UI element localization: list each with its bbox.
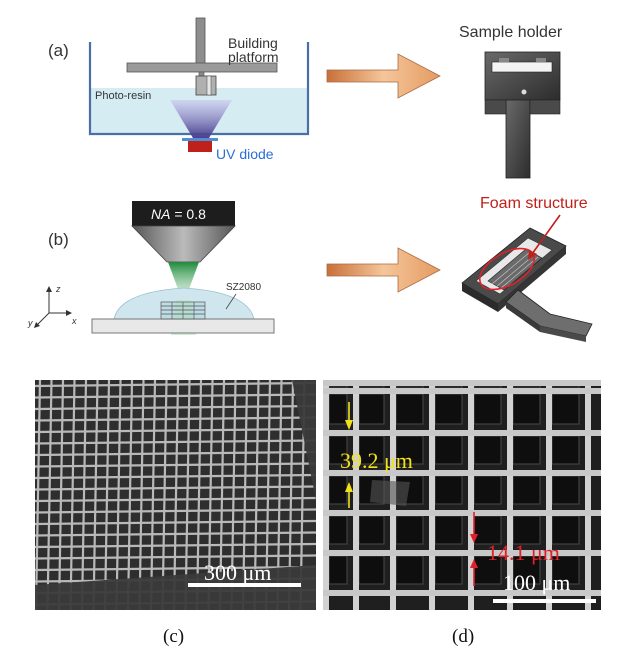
process-arrow-b [326,247,441,293]
strut-measurement-label: 14.1 μm [487,540,560,565]
axis-x-label: x [71,316,77,326]
red-arrowhead-bottom [470,559,478,568]
panel-a-letter: (a) [48,41,69,60]
panel-b-letter: (b) [48,230,69,249]
yellow-arrowhead-bottom [345,482,353,492]
sample-holder-label: Sample holder [459,24,563,41]
diode-window [182,138,218,141]
axis-z-label: z [55,284,61,294]
photo-resin-label: Photo-resin [95,90,151,102]
scale-label-d: 100 μm [503,570,570,595]
uv-diode-label: UV diode [216,146,274,162]
objective-lens-top [132,201,235,226]
sz2080-label: SZ2080 [226,282,261,293]
panel-a: (a) Building platform Photo-resin UV dio… [48,17,563,179]
sem-image-d: 39.2 μm 14.1 μm 100 μm [323,380,601,610]
holder-with-foam [461,227,593,342]
numerical-aperture-label: NA = 0.8 [151,206,206,222]
scale-label-c: 300 μm [204,560,271,585]
foam-microstructure [160,301,206,320]
glass-substrate [91,318,275,334]
uv-light-cone [170,100,232,143]
platform-label-line2: platform [228,49,279,65]
sz2080-pointer [225,293,237,310]
scale-bar-c [188,583,301,587]
foam-pointer-head [528,250,537,260]
caption-c: (c) [163,626,184,647]
printed-part [195,75,217,96]
scale-bar-d [493,599,596,603]
uv-diode [188,141,212,152]
red-arrowhead-top [470,534,478,543]
axes-indicator [34,286,72,328]
process-arrow-a [326,53,441,99]
sample-holder [484,51,561,179]
panel-b: (b) NA = 0.8 SZ2080 [27,195,593,342]
foam-structure-label: Foam structure [480,195,588,212]
axis-y-label: y [27,318,33,328]
yellow-arrowhead-top [345,420,353,430]
caption-d: (d) [452,626,474,647]
platform-rod [195,17,206,65]
foam-pointer-line [531,214,561,255]
sem-image-c: 300 μm [34,379,317,611]
spacing-measurement-label: 39.2 μm [340,448,413,473]
printed-part-slot [206,75,212,96]
platform-label-line1: Building [228,35,278,51]
objective-lens [131,225,236,263]
laser-beam [168,262,199,300]
